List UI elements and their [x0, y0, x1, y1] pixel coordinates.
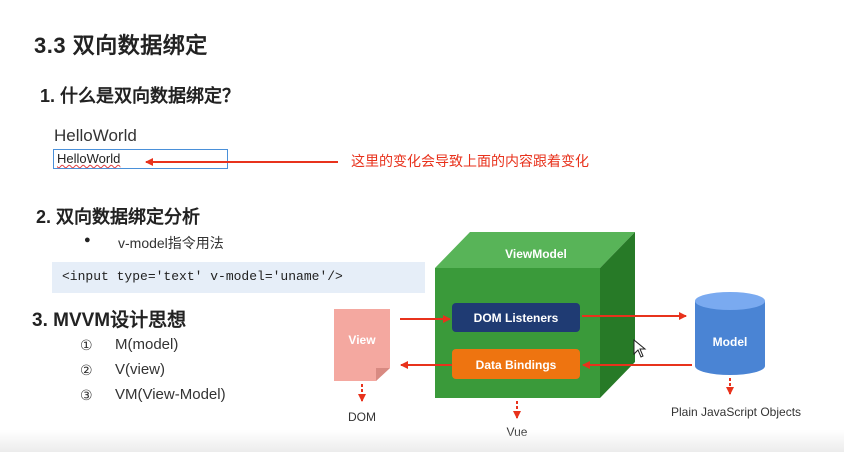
view-document-shape: [334, 309, 390, 381]
page-title: 3.3 双向数据绑定: [34, 33, 208, 58]
section-heading-2: 2. 双向数据绑定分析: [36, 207, 201, 227]
bottom-shade: [0, 430, 844, 452]
data-bindings-box: [452, 349, 580, 379]
mouse-cursor-icon: [633, 338, 647, 358]
view-document-fold: [376, 368, 390, 381]
bullet-icon: ●: [84, 234, 91, 246]
viewmodel-label: ViewModel: [505, 247, 567, 261]
hello-output-text: HelloWorld: [54, 126, 137, 145]
dom-listeners-label: DOM Listeners: [474, 311, 559, 325]
hello-input-field[interactable]: HelloWorld: [53, 149, 228, 169]
data-bindings-label: Data Bindings: [476, 358, 557, 372]
list-number-3: ③: [80, 387, 93, 403]
dom-caption: DOM: [348, 410, 376, 424]
list-item-model: M(model): [115, 336, 179, 353]
model-cylinder-body: [695, 301, 765, 375]
section-heading-3: 3. MVVM设计思想: [32, 310, 187, 331]
list-item-viewmodel: VM(View-Model): [115, 386, 226, 403]
dom-listeners-box: [452, 303, 580, 332]
list-item-view: V(view): [115, 361, 166, 378]
model-cylinder-top: [695, 292, 765, 310]
list-number-2: ②: [80, 362, 93, 378]
model-label: Model: [713, 335, 748, 349]
section-heading-1: 1. 什么是双向数据绑定？: [40, 86, 241, 106]
annotation-text: 这里的变化会导致上面的内容跟着变化: [351, 153, 589, 169]
view-label: View: [348, 333, 376, 347]
model-caption: Plain JavaScript Objects: [671, 405, 801, 419]
list-number-1: ①: [80, 337, 93, 353]
cube-top-face: [435, 232, 635, 268]
bullet-text: v-model指令用法: [118, 235, 224, 251]
code-block: <input type='text' v-model='uname'/>: [52, 262, 425, 293]
